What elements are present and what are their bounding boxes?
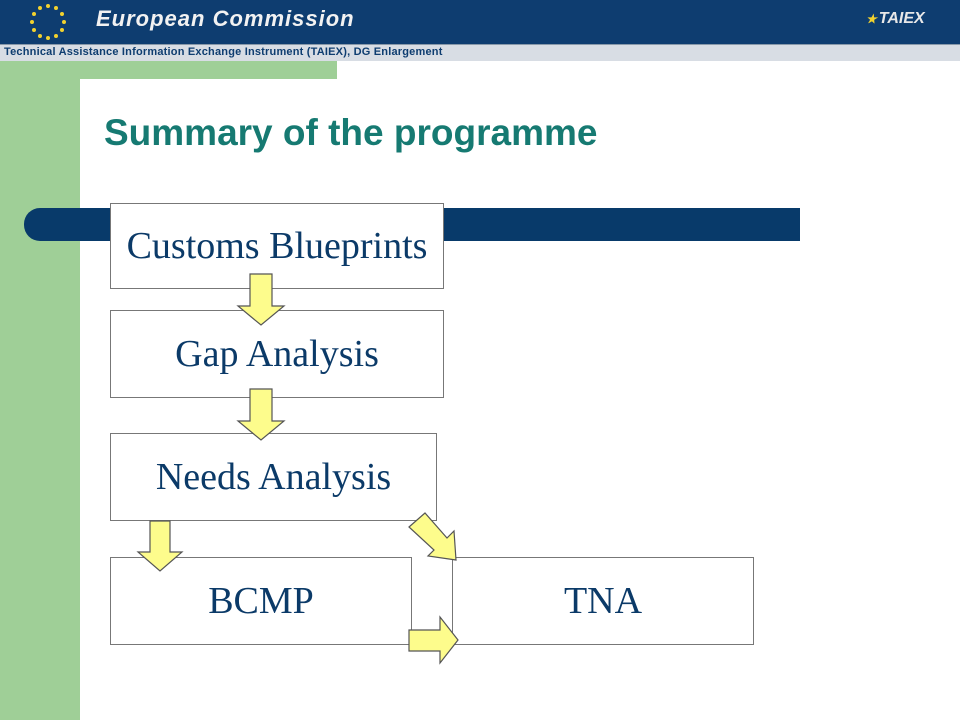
taiex-logo: ★TAIEX <box>866 10 925 28</box>
subheader-text: Technical Assistance Information Exchang… <box>4 46 443 58</box>
arrow-bcmp-to-tna <box>408 615 459 665</box>
node-tna: TNA <box>452 557 754 645</box>
taiex-logo-text: TAIEX <box>878 10 925 27</box>
node-label: Needs Analysis <box>155 456 392 498</box>
star-icon: ★ <box>866 12 877 26</box>
node-label: Gap Analysis <box>175 333 379 375</box>
arrow-needs-to-tna <box>408 512 457 561</box>
node-label: Customs Blueprints <box>126 225 428 267</box>
eu-stars-icon <box>30 4 66 40</box>
node-needs-analysis: Needs Analysis <box>110 433 437 521</box>
left-decorative-band <box>0 61 80 720</box>
arrow-blueprints-to-gap <box>236 273 286 326</box>
slide-title: Summary of the programme <box>104 112 598 153</box>
organization-name: European Commission <box>96 6 355 31</box>
node-bcmp: BCMP <box>110 557 412 645</box>
node-label: TNA <box>563 580 643 622</box>
top-decorative-band <box>0 61 337 79</box>
subheader-strip: Technical Assistance Information Exchang… <box>0 44 960 61</box>
content-corner <box>80 79 160 139</box>
arrow-needs-to-bcmp <box>136 520 184 572</box>
node-label: BCMP <box>208 580 314 622</box>
node-gap-analysis: Gap Analysis <box>110 310 444 398</box>
arrow-gap-to-needs <box>236 388 286 441</box>
header-banner: European Commission ★TAIEX Technical Ass… <box>0 0 960 61</box>
node-customs-blueprints: Customs Blueprints <box>110 203 444 289</box>
